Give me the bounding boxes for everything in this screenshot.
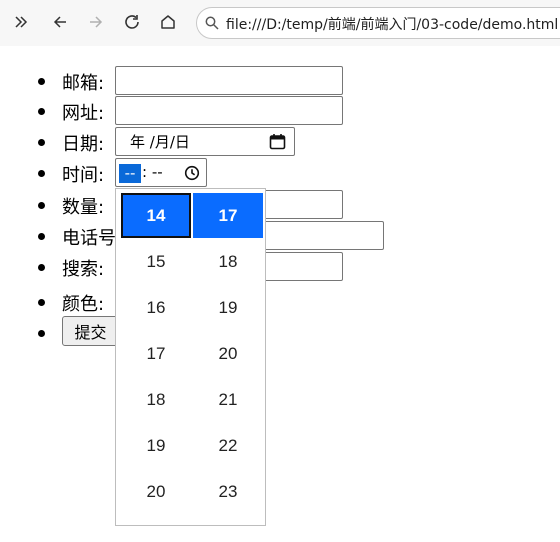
search-label: 搜索: xyxy=(62,259,105,280)
url-field[interactable] xyxy=(115,96,343,125)
tel-label: 电话号 xyxy=(62,228,116,249)
time-picker-dropdown: 14 15 16 17 18 19 20 17 18 19 20 21 22 23 xyxy=(115,188,266,526)
address-url: file:///D:/temp/前端/前端入门/03-code/demo.htm… xyxy=(226,17,559,33)
list-bullet xyxy=(38,264,45,271)
minute-option[interactable]: 20 xyxy=(218,344,238,363)
time-field[interactable]: -- : -- xyxy=(115,158,207,187)
double-chevron-icon[interactable] xyxy=(8,9,34,35)
hour-option[interactable]: 20 xyxy=(146,482,166,501)
address-bar[interactable]: file:///D:/temp/前端/前端入门/03-code/demo.htm… xyxy=(196,7,560,39)
email-label: 邮箱: xyxy=(62,73,105,94)
search-icon xyxy=(205,16,219,30)
minute-option[interactable]: 18 xyxy=(218,252,238,271)
time-minute-segment[interactable]: : -- xyxy=(142,163,163,181)
hour-option[interactable]: 14 xyxy=(121,193,191,238)
list-item-submit xyxy=(0,318,45,348)
home-icon[interactable] xyxy=(155,9,181,35)
list-item-color: 颜色: xyxy=(0,287,560,317)
date-field[interactable]: 年 /月/日 xyxy=(115,127,295,156)
forward-arrow-icon[interactable] xyxy=(83,9,109,35)
color-label: 颜色: xyxy=(62,294,105,315)
email-field[interactable] xyxy=(115,66,343,95)
url-label: 网址: xyxy=(62,103,105,124)
list-bullet xyxy=(38,233,45,240)
hour-option[interactable]: 19 xyxy=(146,436,166,455)
list-bullet xyxy=(38,78,45,85)
list-item-search: 搜索: xyxy=(0,252,560,282)
list-bullet xyxy=(38,139,45,146)
list-item-time: 时间: -- : -- xyxy=(0,158,560,188)
hour-option[interactable]: 17 xyxy=(146,344,166,363)
reload-icon[interactable] xyxy=(119,9,145,35)
hour-column[interactable]: 14 15 16 17 18 19 20 xyxy=(121,193,191,515)
time-hour-segment[interactable]: -- xyxy=(119,164,141,183)
list-bullet xyxy=(38,108,45,115)
submit-button[interactable]: 提交 xyxy=(62,316,119,346)
back-arrow-icon[interactable] xyxy=(47,9,73,35)
list-item-url: 网址: xyxy=(0,96,560,126)
list-item-date: 日期: 年 /月/日 xyxy=(0,127,560,157)
date-placeholder: 年 /月/日 xyxy=(130,133,190,151)
list-bullet xyxy=(38,299,45,306)
list-bullet xyxy=(38,330,45,337)
browser-toolbar: file:///D:/temp/前端/前端入门/03-code/demo.htm… xyxy=(0,0,560,46)
hour-option[interactable]: 18 xyxy=(146,390,166,409)
hour-option[interactable]: 16 xyxy=(146,298,166,317)
minute-option[interactable]: 23 xyxy=(218,482,238,501)
clock-icon[interactable] xyxy=(184,165,200,181)
minute-option[interactable]: 17 xyxy=(193,193,263,238)
date-label: 日期: xyxy=(62,134,105,155)
number-label: 数量: xyxy=(62,197,105,218)
hour-option[interactable]: 15 xyxy=(146,252,166,271)
time-label: 时间: xyxy=(62,165,105,186)
list-item-number: 数量: xyxy=(0,190,560,220)
minute-option[interactable]: 22 xyxy=(218,436,238,455)
minute-option[interactable]: 19 xyxy=(218,298,238,317)
list-item-tel: 电话号 xyxy=(0,221,560,251)
calendar-icon[interactable] xyxy=(269,133,286,150)
minute-column[interactable]: 17 18 19 20 21 22 23 xyxy=(193,193,263,515)
list-bullet xyxy=(38,202,45,209)
minute-option[interactable]: 21 xyxy=(218,390,238,409)
list-item-email: 邮箱: xyxy=(0,66,560,96)
list-bullet xyxy=(38,170,45,177)
